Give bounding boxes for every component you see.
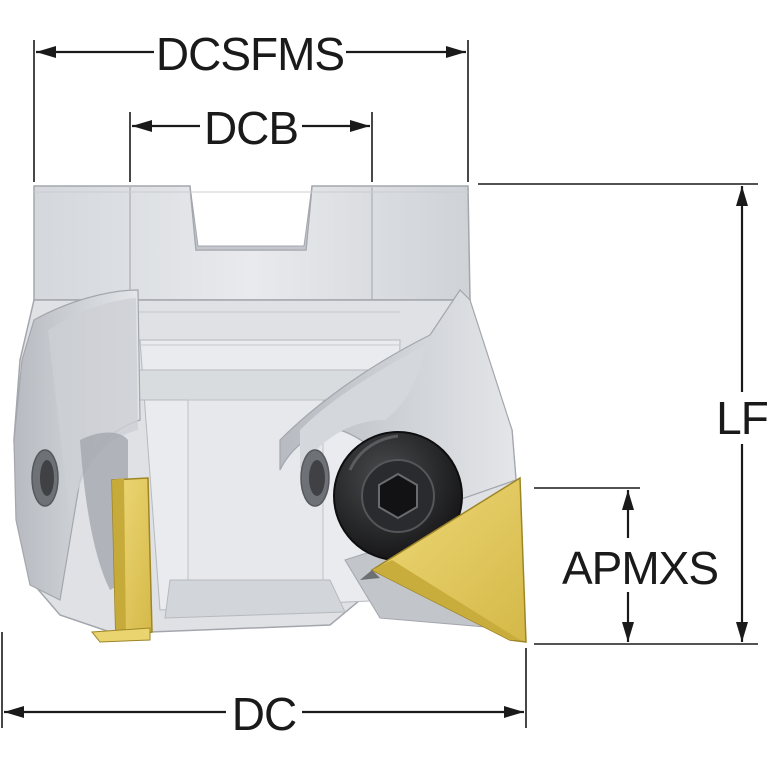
dcsfms-label: DCSFMS — [156, 28, 344, 80]
left-insert — [91, 477, 153, 643]
dim-dc: DC — [1, 632, 527, 740]
apmxs-label: APMXS — [562, 542, 718, 594]
hex-socket-icon — [378, 472, 418, 520]
dim-dcb: DCB — [129, 102, 373, 182]
right-insert — [360, 476, 527, 643]
lf-label: LF — [716, 392, 767, 444]
shank — [33, 185, 471, 301]
dim-apmxs: APMXS — [534, 487, 719, 642]
dcb-label: DCB — [204, 102, 298, 154]
dim-dcsfms: DCSFMS — [33, 28, 469, 182]
drive-slot — [189, 185, 313, 251]
dim-lf: LF — [478, 183, 767, 645]
dc-label: DC — [232, 688, 296, 740]
clamp-screw — [333, 431, 463, 561]
